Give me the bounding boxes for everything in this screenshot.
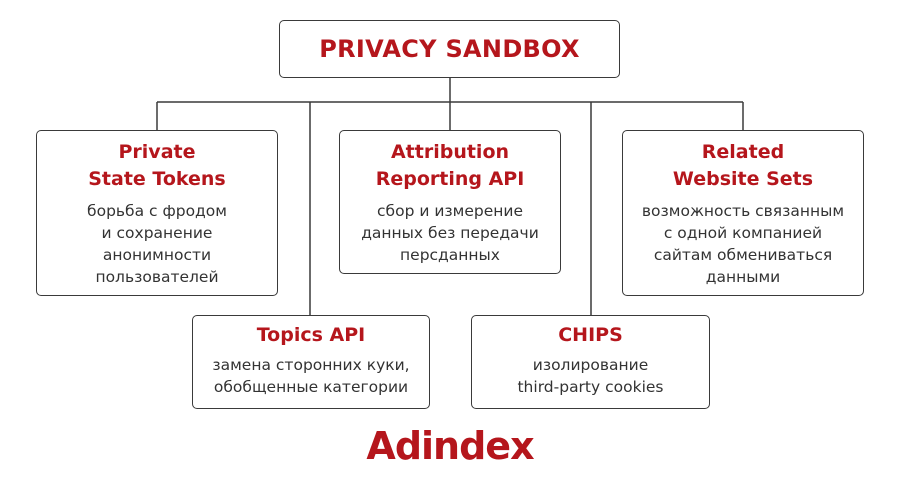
adindex-logo: Adindex [366,424,534,468]
card-attribution-reporting-api: Attribution Reporting API сбор и измерен… [339,130,561,274]
card-title: CHIPS [558,324,623,346]
card-topics-api: Topics API замена сторонних куки, обобще… [192,315,430,409]
card-title: Topics API [256,324,366,346]
card-title: Attribution Reporting API [375,141,525,190]
card-chips: CHIPS изолирование third-party cookies [471,315,710,409]
card-description: борьба с фродом и сохранение анонимности… [87,202,227,286]
root-title: PRIVACY SANDBOX [319,35,580,63]
card-description: изолирование third-party cookies [517,356,664,396]
card-description: сбор и измерение данных без передачи пер… [361,202,539,264]
card-title: Private State Tokens [88,141,226,190]
card-description: замена сторонних куки, обобщенные катего… [212,356,410,396]
root-node: PRIVACY SANDBOX [279,20,620,78]
card-title: Related Website Sets [672,141,814,190]
card-private-state-tokens: Private State Tokens борьба с фродом и с… [36,130,278,296]
card-related-website-sets: Related Website Sets возможность связанн… [622,130,864,296]
card-description: возможность связанным с одной компанией … [641,202,845,286]
